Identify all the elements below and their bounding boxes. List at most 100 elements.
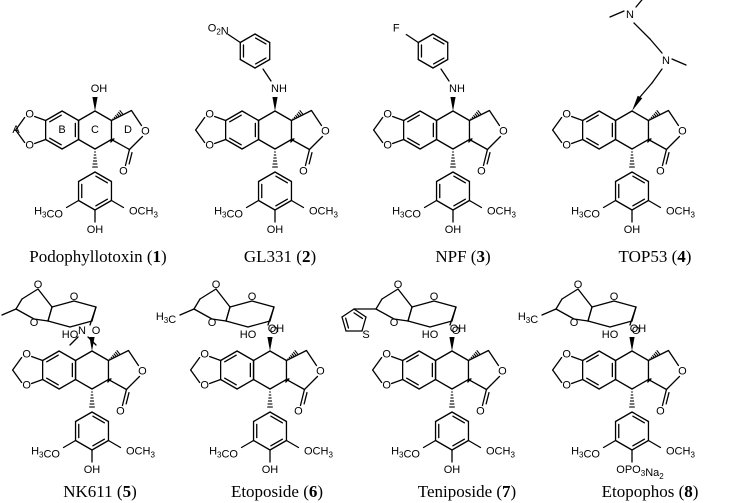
methoxy-left: H3CO bbox=[571, 206, 600, 221]
carbonyl-oxygen: O bbox=[656, 406, 665, 418]
aryl-4-substituent: OH bbox=[445, 224, 462, 236]
bond bbox=[95, 198, 109, 207]
ring-letter-C: C bbox=[91, 124, 99, 136]
wedge-bond bbox=[267, 337, 273, 351]
bond bbox=[391, 138, 405, 145]
wedge-bond bbox=[272, 97, 278, 111]
methoxy-left: H3CO bbox=[214, 206, 243, 221]
hash-bond bbox=[653, 113, 657, 118]
bond bbox=[452, 415, 466, 424]
hash-bond bbox=[116, 349, 121, 356]
dioxole-oxygen: O bbox=[22, 349, 31, 361]
hash-bond bbox=[295, 114, 298, 119]
bond bbox=[435, 199, 454, 211]
glycosidic-oxygen: O bbox=[92, 325, 101, 337]
hash-bond bbox=[475, 111, 480, 117]
bond bbox=[91, 439, 110, 451]
caption-number: 7 bbox=[502, 482, 511, 501]
bond bbox=[598, 378, 617, 390]
bond bbox=[270, 438, 284, 447]
sugar-hydroxyl: HO bbox=[240, 329, 257, 341]
hash-bond bbox=[474, 113, 478, 118]
amine-n: N bbox=[662, 55, 670, 67]
aryl-4-substituent: OH bbox=[84, 464, 101, 476]
bond bbox=[275, 198, 289, 207]
ring-oxygen: O bbox=[430, 291, 439, 303]
hash-bond bbox=[647, 378, 652, 383]
fluoro: F bbox=[393, 23, 400, 35]
bond bbox=[435, 110, 454, 122]
hash-bond bbox=[654, 351, 659, 357]
bond bbox=[631, 411, 650, 423]
bond bbox=[94, 171, 113, 183]
bond bbox=[614, 439, 633, 451]
wedge-bond bbox=[449, 337, 455, 351]
wedge-bond bbox=[92, 97, 98, 111]
bond bbox=[269, 439, 288, 451]
bond bbox=[639, 82, 653, 98]
bond bbox=[417, 58, 434, 69]
bond bbox=[423, 199, 438, 209]
methoxy-right: OCH3 bbox=[304, 446, 333, 460]
bond bbox=[299, 388, 306, 407]
caption-name: Etopophos ( bbox=[602, 482, 685, 501]
methoxy-left: H3CO bbox=[209, 446, 238, 461]
bond bbox=[661, 148, 668, 167]
bond bbox=[665, 152, 670, 165]
ring-letter-A: A bbox=[12, 124, 20, 136]
bond bbox=[91, 350, 110, 362]
bond bbox=[452, 438, 466, 447]
bond bbox=[252, 378, 271, 390]
aryl-4-substituent: OH bbox=[262, 464, 279, 476]
bond bbox=[77, 138, 96, 150]
methoxy-left: H3CO bbox=[392, 206, 421, 221]
caption-name: Etoposide ( bbox=[231, 482, 309, 501]
bond bbox=[629, 306, 637, 326]
bond bbox=[407, 306, 413, 322]
hash-bond bbox=[288, 356, 291, 360]
bond bbox=[631, 138, 650, 150]
bond bbox=[47, 306, 53, 322]
caption-name: Teniposide ( bbox=[418, 482, 503, 501]
bond bbox=[252, 350, 271, 362]
hydroxyl: OH bbox=[91, 83, 108, 95]
hash-bond bbox=[115, 114, 118, 119]
bond bbox=[62, 439, 77, 449]
aryl-4-substituent: OH bbox=[267, 224, 284, 236]
methoxy-right: OCH3 bbox=[486, 446, 515, 460]
bond bbox=[581, 138, 600, 150]
sugar-hydroxyl: HO bbox=[422, 329, 439, 341]
bond bbox=[598, 350, 617, 362]
bond bbox=[61, 110, 80, 122]
bond bbox=[269, 411, 288, 423]
bond bbox=[577, 288, 593, 308]
bond bbox=[602, 199, 617, 209]
bond bbox=[647, 138, 668, 151]
methoxy-left: H3CO bbox=[571, 446, 600, 461]
bond bbox=[241, 138, 260, 150]
bond bbox=[353, 312, 364, 320]
bond bbox=[193, 308, 213, 320]
bond bbox=[227, 33, 241, 44]
methyl-group: H3C bbox=[156, 311, 176, 326]
carbonyl-oxygen: O bbox=[656, 166, 665, 178]
bond bbox=[15, 298, 23, 310]
bond bbox=[37, 288, 53, 308]
bond bbox=[49, 114, 62, 123]
amine-n: N bbox=[626, 9, 634, 21]
bond bbox=[419, 138, 438, 150]
bond bbox=[570, 138, 584, 145]
bond bbox=[434, 411, 453, 423]
bond bbox=[254, 33, 271, 44]
bond bbox=[33, 138, 47, 145]
bond bbox=[587, 306, 593, 322]
bond bbox=[405, 33, 419, 44]
bond bbox=[41, 350, 60, 362]
bond bbox=[224, 138, 243, 150]
bond bbox=[77, 199, 96, 211]
bond bbox=[179, 308, 195, 316]
bond bbox=[208, 355, 222, 362]
bond bbox=[91, 411, 110, 423]
